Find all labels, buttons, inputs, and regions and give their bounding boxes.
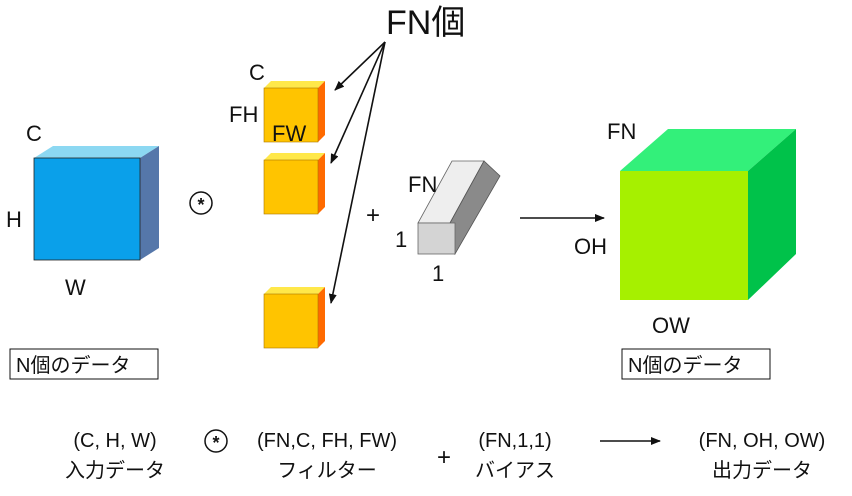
output-caption-box (621, 348, 771, 380)
bias-name: バイアス (475, 460, 555, 482)
formula-conv-operator-icon: * (204, 429, 228, 453)
filter-cube-3 (263, 287, 325, 349)
output-cube-top (620, 129, 796, 171)
arrow-to-filter-1 (334, 41, 386, 91)
output-cube-side (748, 129, 796, 300)
bias-prism-front (417, 222, 456, 255)
output-caption: N個のデータ (628, 354, 742, 377)
bias-prism (417, 160, 501, 256)
plus-operator: + (366, 202, 380, 229)
output-name: 出力データ (712, 459, 812, 482)
input-cube-top (34, 146, 159, 158)
output-label-oh: OH (574, 234, 607, 259)
output-label-ow: OW (652, 313, 690, 338)
filter-count-title: FN個 (386, 4, 465, 42)
input-cube-front (33, 157, 141, 261)
bias-shape: (FN,1,1) (478, 430, 551, 452)
output-cube (620, 129, 796, 300)
input-cube-side (140, 146, 159, 260)
formula-plus-operator: + (437, 444, 451, 471)
filter-label-c: C (249, 60, 265, 85)
input-name: 入力データ (65, 459, 165, 482)
filter-label-fh: FH (229, 102, 258, 127)
arrow-to-filter-2 (330, 41, 386, 164)
input-cube (33, 146, 159, 261)
input-caption: N個のデータ (16, 354, 130, 377)
conv-operator-symbol: * (197, 195, 204, 215)
filter-count-arrows (328, 41, 386, 304)
bias-label-1a: 1 (395, 227, 407, 252)
input-label-c: C (26, 121, 42, 146)
input-shape: (C, H, W) (73, 430, 156, 452)
filter-cube-1 (263, 81, 325, 143)
output-cube-front (620, 171, 748, 300)
input-label-w: W (65, 275, 86, 300)
input-label-h: H (6, 207, 22, 232)
output-label-fn: FN (607, 119, 636, 144)
output-shape: (FN, OH, OW) (699, 430, 826, 452)
filter-label-fw: FW (272, 121, 306, 146)
conv-operator-icon: * (189, 191, 213, 215)
bias-label-fn: FN (408, 172, 437, 197)
filter-shape: (FN,C, FH, FW) (257, 430, 397, 452)
filter-cube-2 (263, 153, 325, 215)
arrow-to-filter-3 (328, 41, 386, 304)
bias-label-1b: 1 (432, 261, 444, 286)
input-caption-box (9, 348, 159, 380)
filter-name: フィルター (277, 459, 377, 482)
formula-conv-operator-symbol: * (212, 433, 219, 453)
